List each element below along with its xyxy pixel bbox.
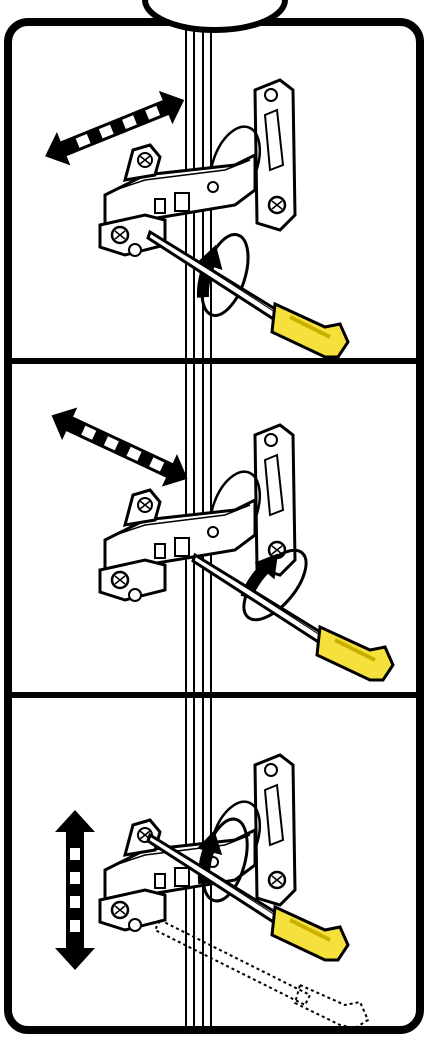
hinge-adjustment-diagram bbox=[0, 0, 430, 1034]
